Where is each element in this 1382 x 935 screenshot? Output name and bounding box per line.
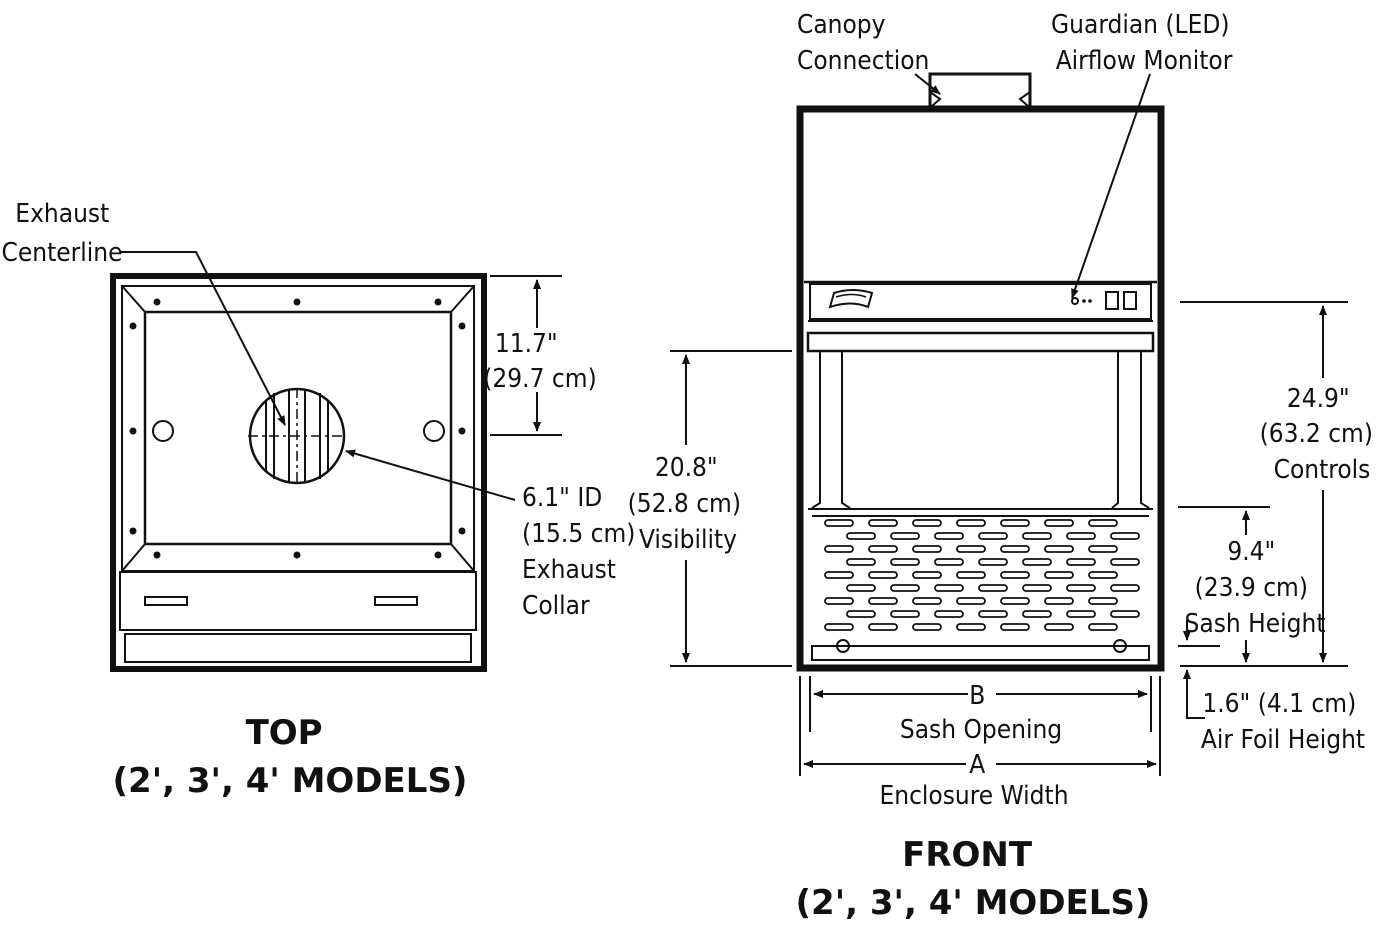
svg-text:24.9" (63.2 cm) Contro: 24.9" (63.2 cm) Controls	[1260, 384, 1381, 485]
top-view-drawing	[113, 276, 484, 669]
svg-text:Canopy Connection: Canopy Connection	[797, 10, 929, 76]
airflow-led	[1072, 298, 1078, 304]
guardian-leader	[1072, 74, 1150, 299]
svg-text:20.8" (52.8 cm) Visibi: 20.8" (52.8 cm) Visibility	[628, 453, 749, 555]
svg-text:A Enclosure Width: A Enclosure Width	[879, 750, 1068, 811]
canopy-leader	[915, 74, 941, 94]
front-view-cabinet	[800, 109, 1161, 668]
sash-opening-letter: B	[969, 681, 985, 711]
svg-text:TOP (2', 3', 4' MODELS): TOP (2', 3', 4' MODELS)	[113, 713, 468, 801]
svg-text:11.7" (29.7 cm): 11.7" (29.7 cm)	[483, 329, 596, 394]
svg-text:6.1" ID (15.5 cm) Exha: 6.1" ID (15.5 cm) Exhaust Collar	[522, 483, 643, 621]
perforated-baffle	[825, 520, 1139, 630]
airfoil-dimension: 1.6" (4.1 cm)	[1202, 689, 1356, 719]
visibility-inches: 20.8"	[655, 453, 718, 483]
guardian-label-1: Guardian (LED)	[1051, 10, 1229, 40]
canopy-collar	[930, 74, 1030, 108]
svg-text:9.4" (23.9 cm) Sash He: 9.4" (23.9 cm) Sash Height	[1185, 537, 1326, 639]
exhaust-collar	[248, 388, 346, 484]
enclosure-width-letter: A	[969, 750, 985, 780]
exhaust-centerline-label-2: Centerline	[2, 238, 123, 268]
canopy-label-1: Canopy	[797, 10, 886, 40]
right-mounting-hole	[424, 421, 444, 441]
svg-text:B Sash Opening: B Sash Opening	[900, 681, 1062, 745]
switch-1	[1106, 292, 1118, 309]
collar-label-1: Exhaust	[522, 555, 616, 585]
top-view-bolt-dots	[129, 298, 466, 559]
sash-height-inches: 9.4"	[1227, 537, 1275, 567]
airfoil-leader	[1183, 669, 1205, 718]
control-panel	[810, 284, 1151, 319]
sash-height-label: Sash Height	[1185, 609, 1326, 639]
enclosure-width-label: Enclosure Width	[879, 781, 1068, 811]
svg-text:1.6" (4.1 cm) Air Foil Hei: 1.6" (4.1 cm) Air Foil Height	[1201, 689, 1365, 755]
top-view-caption-models: (2', 3', 4' MODELS)	[113, 761, 468, 801]
front-view-caption-title: FRONT	[902, 835, 1033, 875]
top-view-caption-title: TOP	[246, 713, 323, 753]
visibility-cm: (52.8 cm)	[628, 489, 741, 519]
collar-label-2: Collar	[522, 591, 590, 621]
guardian-label-2: Airflow Monitor	[1056, 46, 1233, 76]
front-view-caption-models: (2', 3', 4' MODELS)	[796, 883, 1151, 923]
sash-height-cm: (23.9 cm)	[1195, 573, 1308, 603]
exhaust-centerline-leader	[120, 252, 285, 426]
canopy-label-2: Connection	[797, 46, 929, 76]
collar-leader	[345, 449, 515, 500]
controls-label: Controls	[1274, 455, 1371, 485]
top-view-outer-frame	[113, 276, 484, 669]
left-mounting-hole	[153, 421, 173, 441]
svg-text:FRONT (2', 3', 4' MODELS): FRONT (2', 3', 4' MODELS)	[796, 835, 1151, 923]
svg-text:Guardian (LED) Airflow Mon: Guardian (LED) Airflow Monitor	[1051, 10, 1237, 76]
collar-id-cm: (15.5 cm)	[522, 519, 635, 549]
air-foil-sill	[812, 646, 1149, 660]
top-depth-cm: (29.7 cm)	[483, 364, 596, 394]
front-view-drawing	[800, 74, 1161, 668]
gauge-window	[830, 290, 872, 307]
switch-2	[1124, 292, 1136, 309]
top-depth-inches: 11.7"	[495, 329, 558, 359]
controls-inches: 24.9"	[1287, 384, 1350, 414]
svg-text:Exhaust Centerline: Exhaust Centerline	[2, 199, 123, 268]
controls-cm: (63.2 cm)	[1260, 419, 1373, 449]
airfoil-label: Air Foil Height	[1201, 725, 1365, 755]
sash-opening-label: Sash Opening	[900, 715, 1062, 745]
visibility-label: Visibility	[639, 525, 737, 555]
collar-id-inches: 6.1" ID	[522, 483, 602, 513]
exhaust-centerline-label-1: Exhaust	[15, 199, 109, 229]
